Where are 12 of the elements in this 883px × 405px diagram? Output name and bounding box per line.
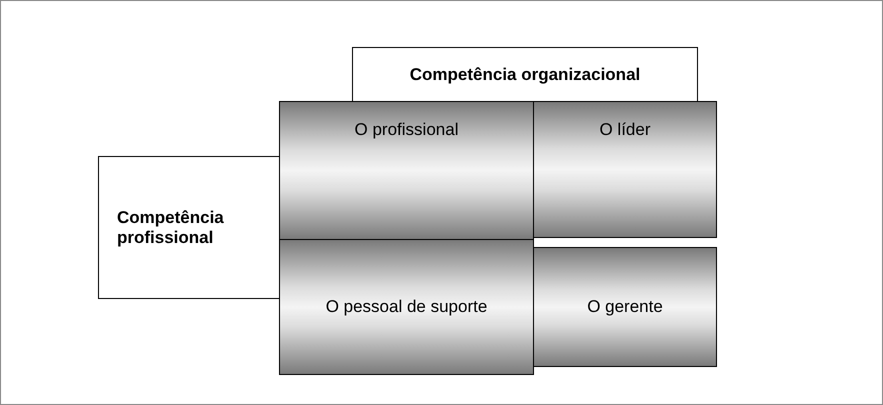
quadrant-box bbox=[533, 101, 717, 238]
axis-label: Competência organizacional bbox=[410, 64, 640, 84]
quadrant-label: O gerente bbox=[587, 297, 663, 317]
axis-label: Competência profissional bbox=[117, 208, 225, 248]
axis-header-box bbox=[352, 47, 698, 102]
quadrant-box bbox=[533, 247, 717, 367]
quadrant-label: O pessoal de suporte bbox=[326, 297, 488, 317]
quadrant-label: O líder bbox=[599, 120, 651, 140]
axis-header-box bbox=[98, 156, 280, 299]
quadrant-box bbox=[279, 101, 534, 240]
quadrant-label: O profissional bbox=[354, 120, 458, 140]
quadrant-box bbox=[279, 239, 534, 375]
